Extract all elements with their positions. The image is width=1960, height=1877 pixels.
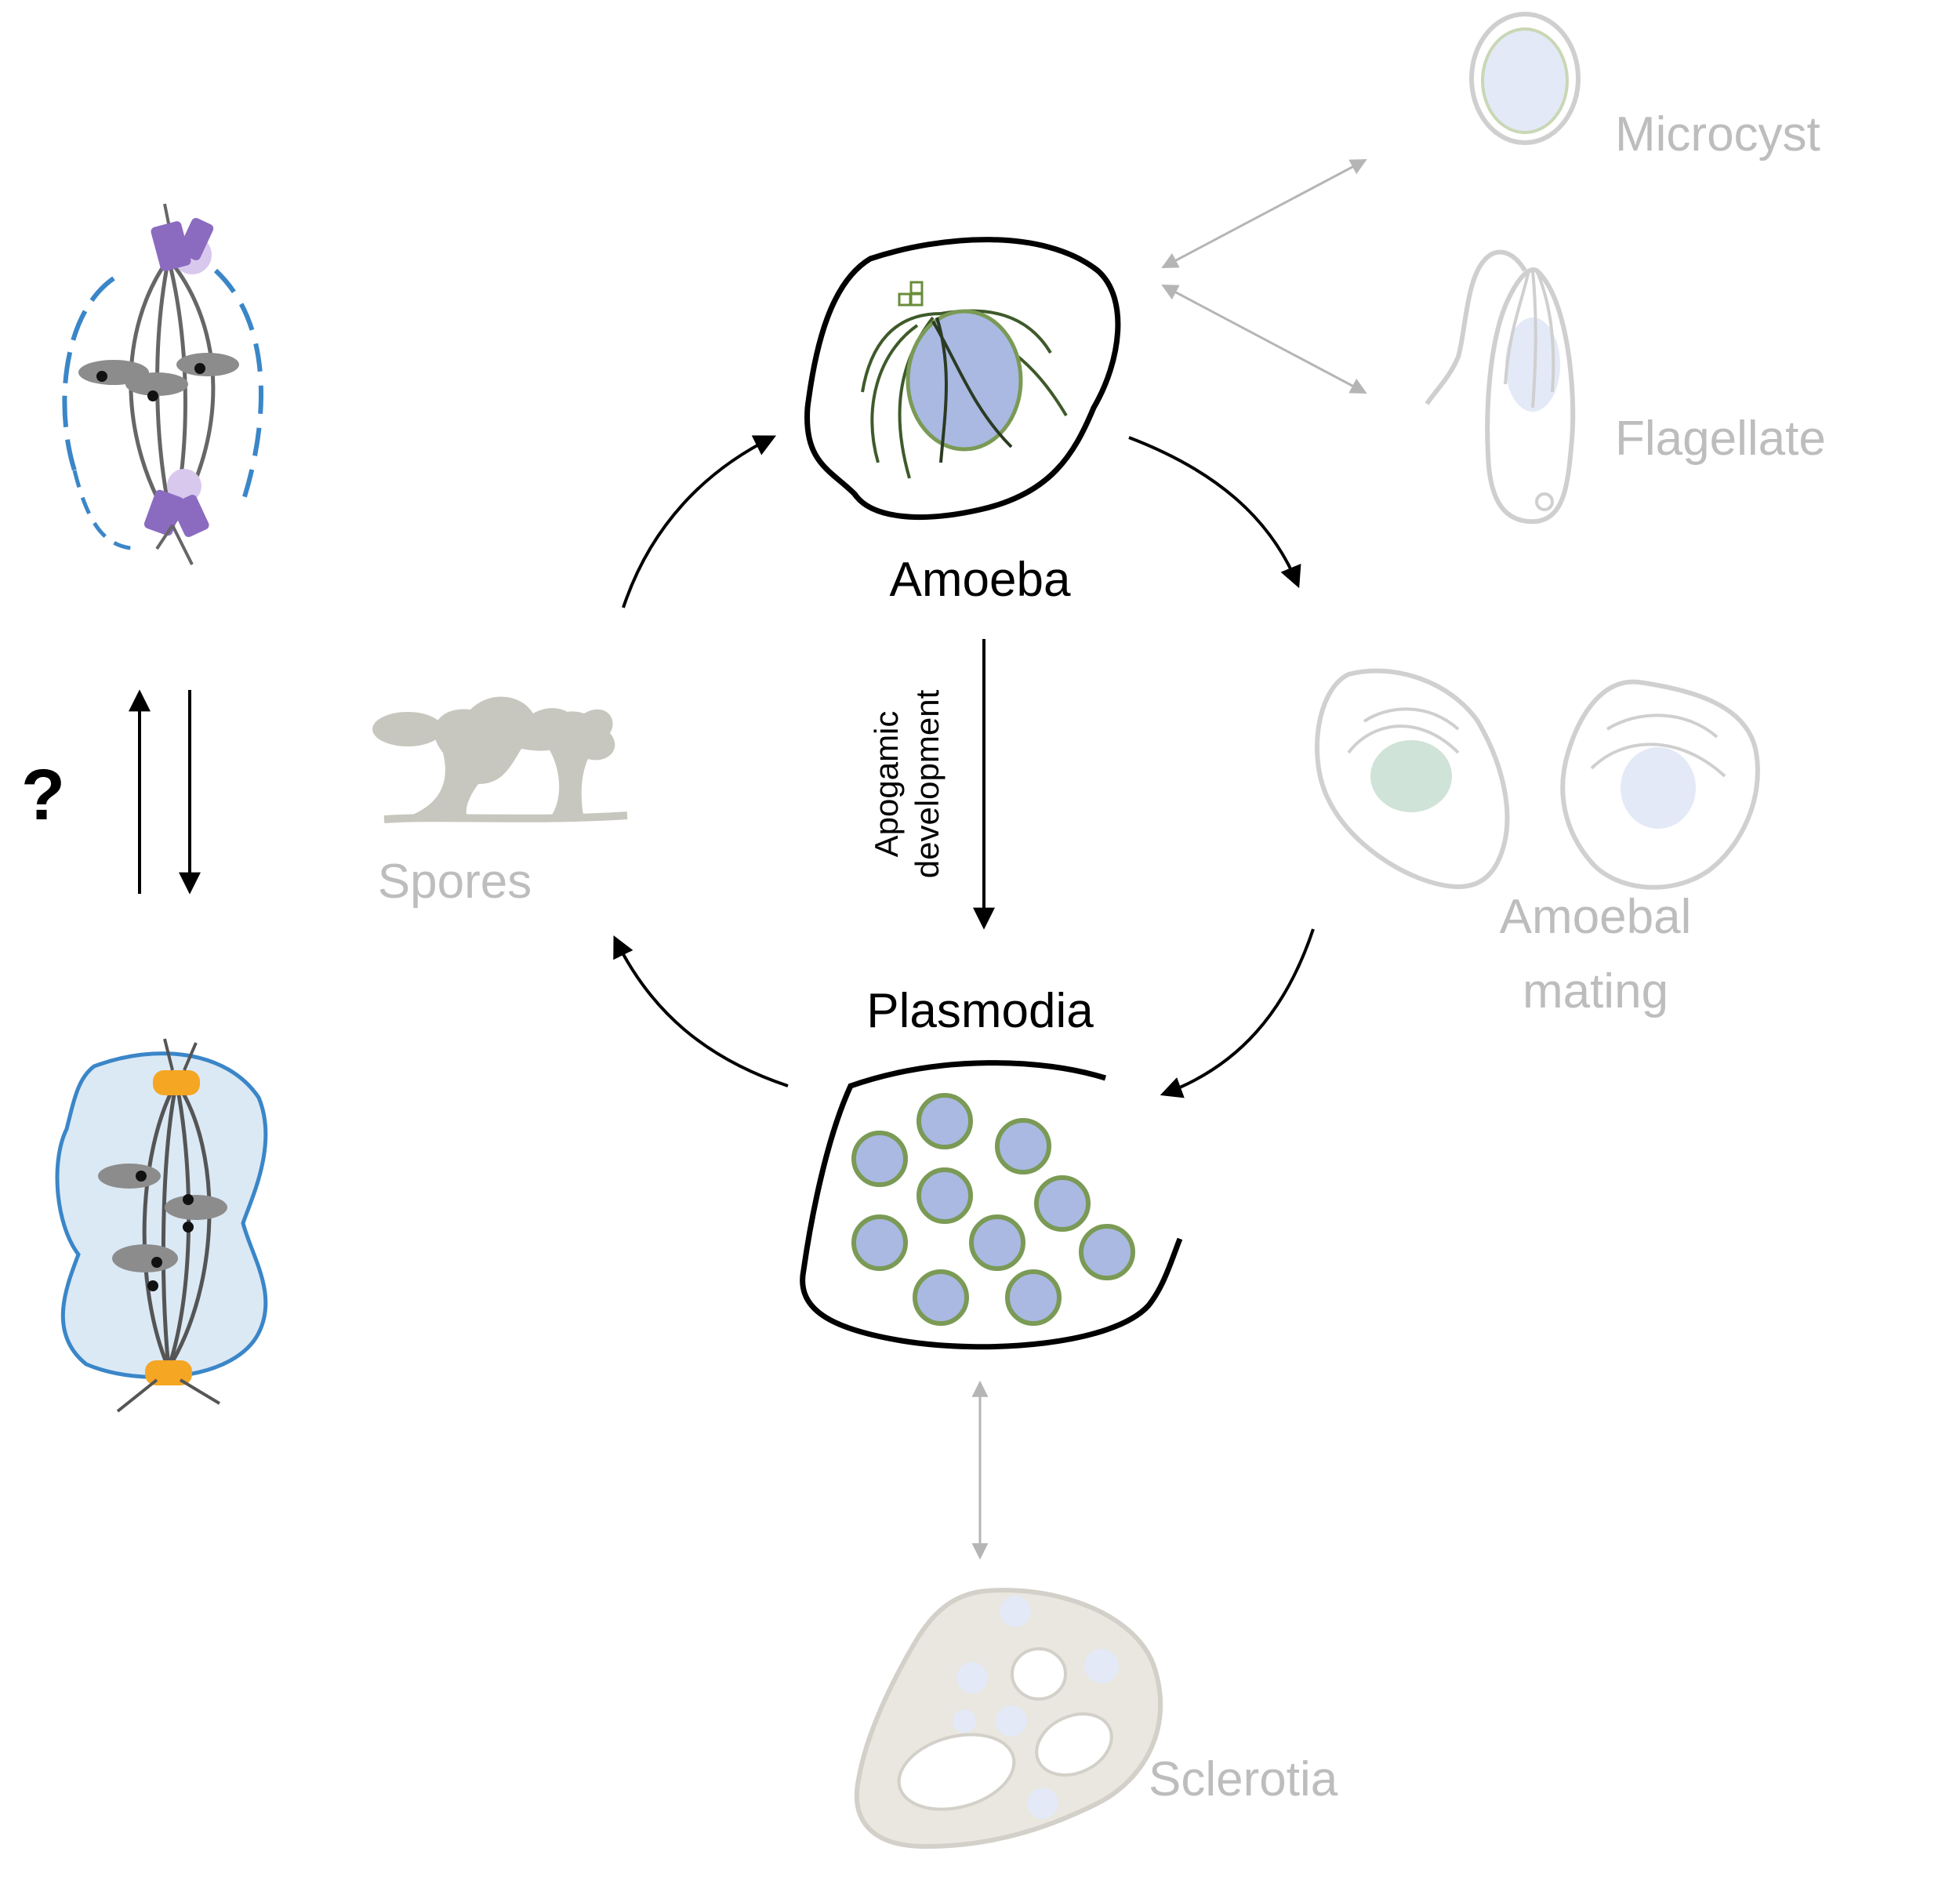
apogamic-development-label: Apogamic development — [868, 689, 946, 878]
plasmodia-label: Plasmodia — [866, 984, 1094, 1038]
question-mark: ? — [21, 755, 65, 835]
amoebal-mating-label-line1: Amoebal — [1500, 890, 1692, 944]
microcyst-illustration — [1469, 12, 1581, 145]
flagellate-illustration — [1425, 249, 1576, 525]
closed-mitosis-figure — [62, 203, 263, 565]
plasmodium-nuclei — [851, 1093, 1135, 1326]
amoeba-label: Amoeba — [890, 553, 1071, 607]
life-cycle-arrows — [613, 435, 1315, 1098]
spores-illustration — [372, 696, 628, 823]
sclerotia-label: Sclerotia — [1149, 1752, 1338, 1806]
microcyst-label: Microcyst — [1615, 107, 1820, 162]
spores-label: Spores — [378, 855, 532, 909]
flagellate-label: Flagellate — [1615, 412, 1826, 466]
plasmodium-cell — [800, 1060, 1183, 1350]
amoebal-mating-illustration — [1315, 668, 1760, 890]
sclerotia-illustration — [854, 1588, 1163, 1850]
microcyst-flagellate-arrows — [1161, 159, 1367, 394]
reversible-transition-arrows — [129, 689, 201, 895]
amoeba-cell — [804, 237, 1121, 521]
svg-text:development: development — [909, 689, 946, 878]
amoebal-mating-label-line2: mating — [1523, 964, 1668, 1018]
svg-text:Apogamic: Apogamic — [868, 711, 905, 858]
open-mitosis-figure — [55, 1038, 268, 1413]
